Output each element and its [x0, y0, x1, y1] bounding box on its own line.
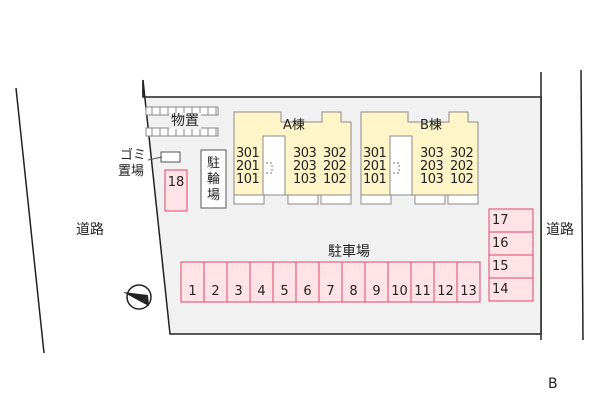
- a-unit-301: 301: [236, 146, 260, 161]
- bicycle-label-char-3: 場: [206, 188, 220, 203]
- garbage-box: [160, 151, 181, 163]
- b-unit-302: 302: [450, 146, 474, 161]
- bicycle-parking-box: [200, 149, 227, 209]
- building-a: [233, 111, 352, 205]
- building-a-name: A棟: [283, 118, 305, 133]
- parking-space-11-label: 11: [414, 284, 431, 299]
- building-b: [360, 111, 479, 205]
- parking-space-13-label: 13: [460, 284, 477, 299]
- a-unit-101: 101: [236, 172, 260, 187]
- b-unit-203: 203: [420, 159, 444, 174]
- a-unit-102: 102: [323, 172, 347, 187]
- parking-space-7-label: 7: [326, 284, 335, 299]
- parking-space-15-label: 15: [492, 259, 509, 274]
- garbage-leader: [147, 156, 163, 161]
- storage-label: 物置: [169, 113, 201, 129]
- parking-space-4-label: 4: [257, 284, 266, 299]
- parking-space-6-label: 6: [303, 284, 312, 299]
- b-unit-201: 201: [363, 159, 387, 174]
- road-label-right: 道路: [546, 222, 574, 238]
- road-label-left: 道路: [76, 222, 104, 238]
- parking-space-1-label: 1: [188, 284, 197, 299]
- bicycle-label-char-2: 輪: [206, 172, 220, 187]
- parking-space-8-label: 8: [349, 284, 358, 299]
- corner-mark: B: [548, 376, 558, 392]
- parking-space-18-label: 18: [167, 175, 185, 190]
- parking-space-14-label: 14: [492, 282, 509, 297]
- parking-space-9-label: 9: [372, 284, 381, 299]
- parking-row-bottom: [180, 261, 481, 303]
- a-unit-201: 201: [236, 159, 260, 174]
- a-unit-302: 302: [323, 146, 347, 161]
- b-unit-301: 301: [363, 146, 387, 161]
- parking-space-17-label: 17: [492, 213, 509, 228]
- garbage-label-line2: 置場: [117, 164, 144, 179]
- parking-space-18: [164, 169, 188, 212]
- bicycle-label-char-1: 駐: [206, 156, 220, 171]
- a-unit-303: 303: [293, 146, 317, 161]
- b-unit-101: 101: [363, 172, 387, 187]
- building-b-name: B棟: [420, 118, 442, 133]
- garbage-label-line1: ゴミ: [119, 148, 146, 163]
- parking-column-right: [488, 208, 534, 302]
- b-unit-202: 202: [450, 159, 474, 174]
- a-unit-103: 103: [293, 172, 317, 187]
- b-unit-303: 303: [420, 146, 444, 161]
- b-unit-103: 103: [420, 172, 444, 187]
- parking-title: 駐車場: [328, 244, 370, 260]
- a-unit-202: 202: [323, 159, 347, 174]
- a-unit-203: 203: [293, 159, 317, 174]
- road-edge-left-outer: [15, 87, 45, 354]
- parking-space-10-label: 10: [391, 284, 408, 299]
- parking-space-2-label: 2: [211, 284, 220, 299]
- parking-space-5-label: 5: [280, 284, 289, 299]
- compass-icon: [123, 284, 152, 310]
- parking-space-12-label: 12: [437, 284, 454, 299]
- road-edge-right-outer: [580, 69, 584, 341]
- parking-space-13: [456, 261, 481, 303]
- parking-space-14: [488, 277, 534, 302]
- b-unit-102: 102: [450, 172, 474, 187]
- parking-space-3-label: 3: [234, 284, 243, 299]
- parking-space-16-label: 16: [492, 236, 509, 251]
